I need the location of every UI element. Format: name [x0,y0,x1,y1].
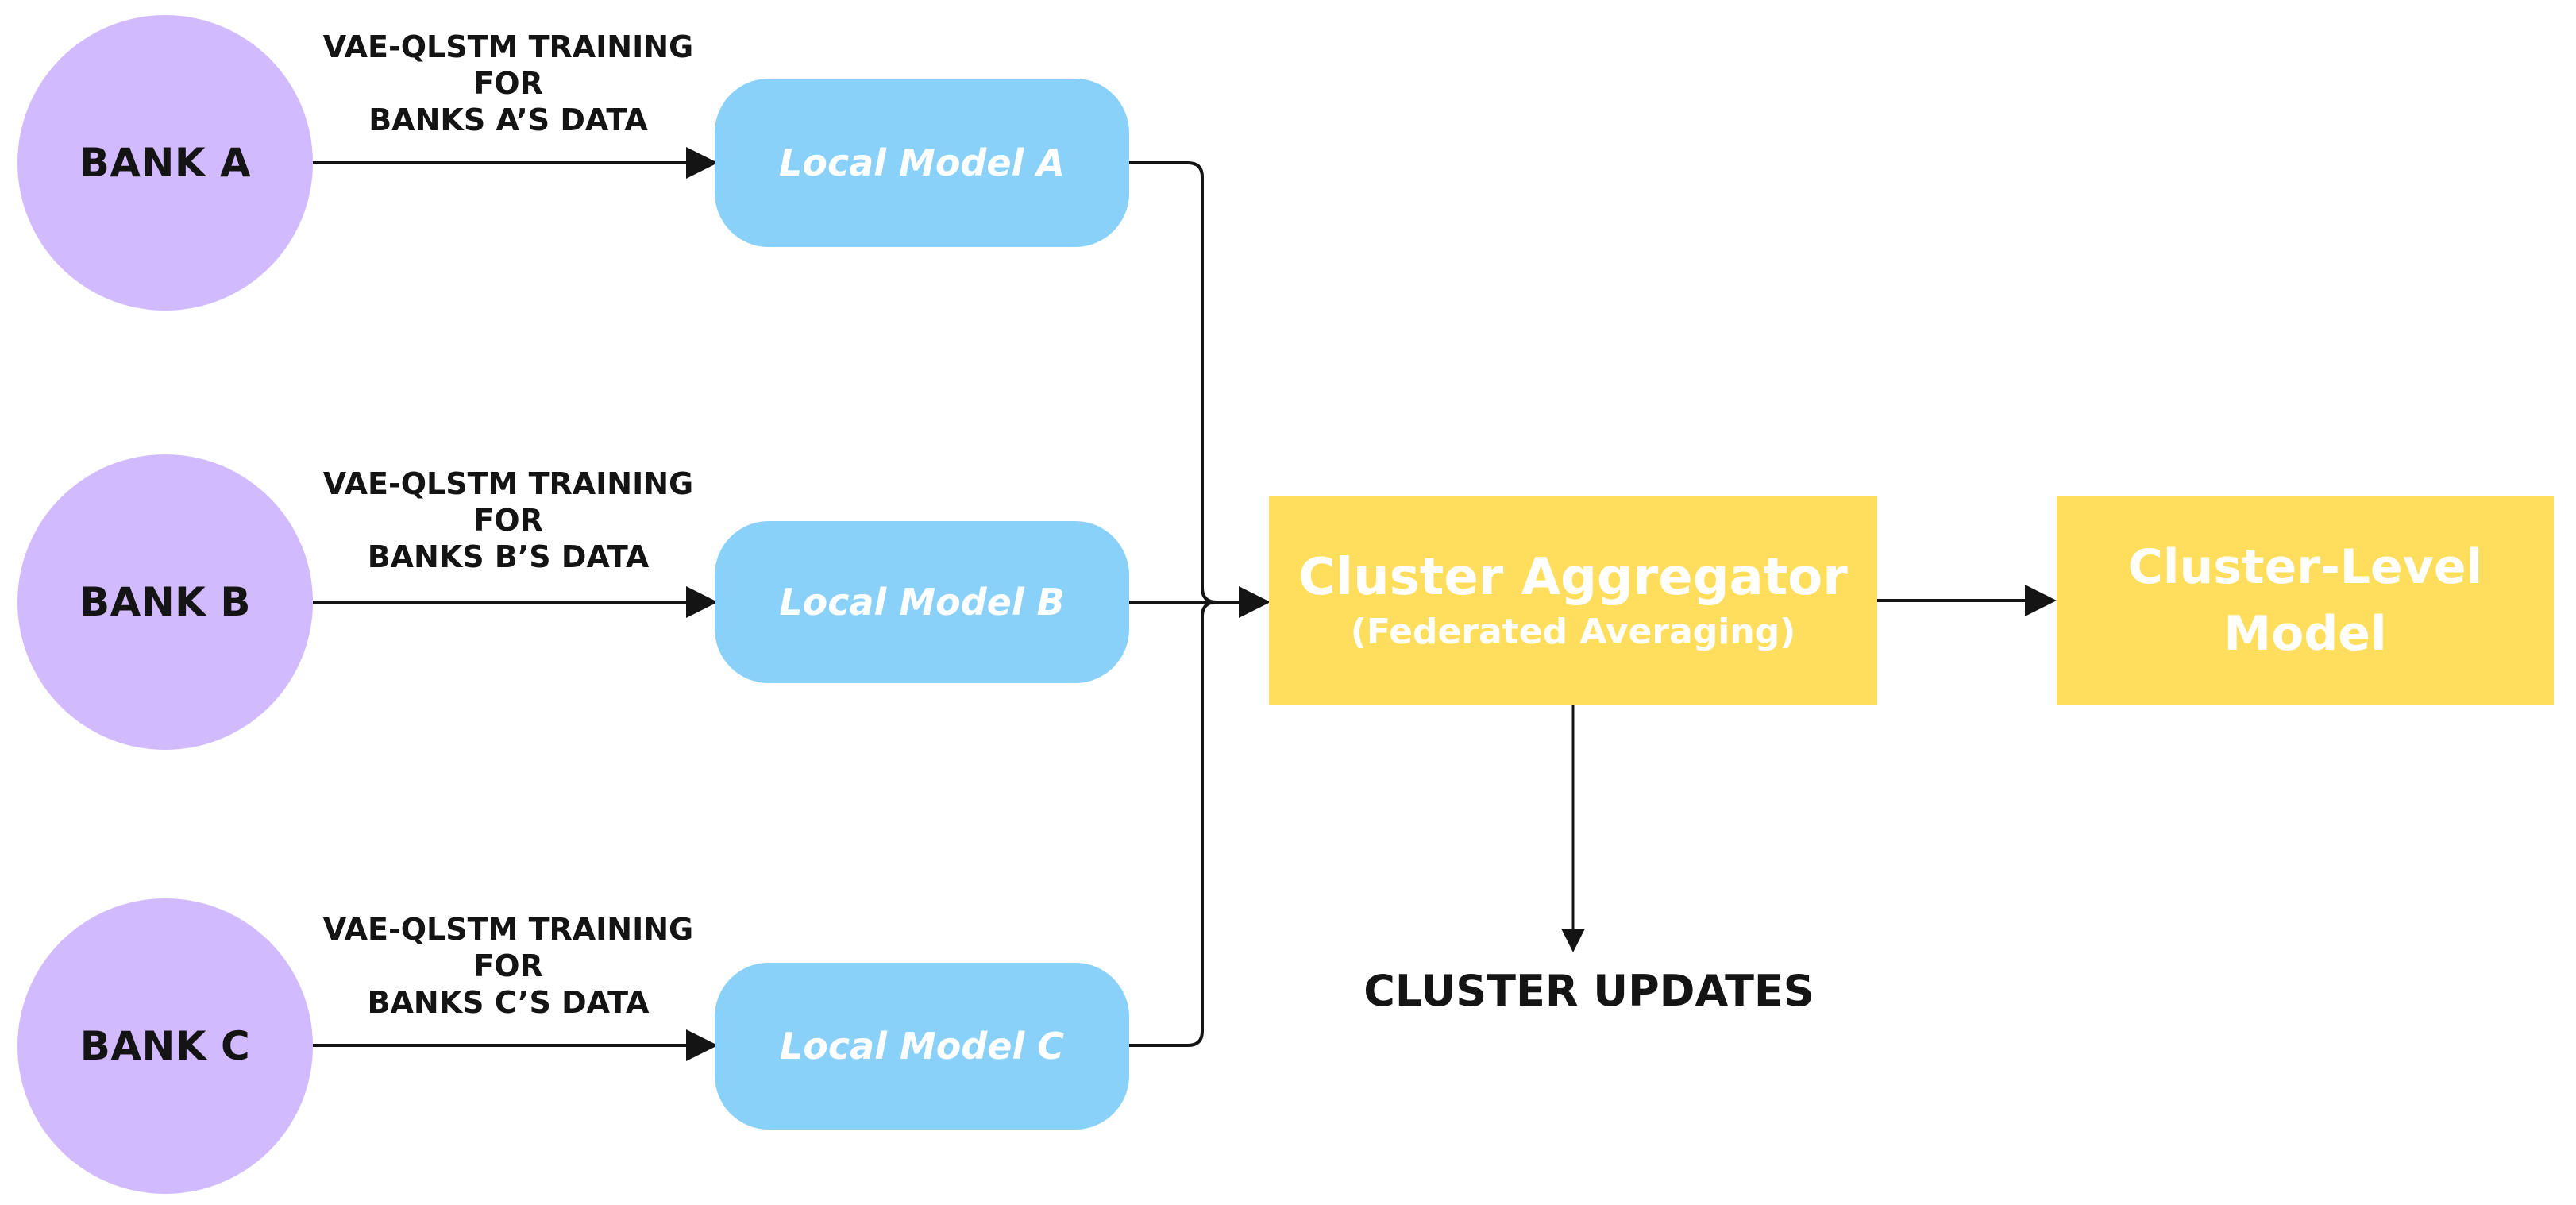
cluster-aggregator-box: Cluster Aggregator (Federated Averaging) [1269,496,1877,705]
training-label-bank-b: VAE-QLSTM TRAINING FOR BANKS B’S DATA [302,465,715,575]
training-label-bank-c: VAE-QLSTM TRAINING FOR BANKS C’S DATA [302,911,715,1021]
local-model-c-label: Local Model C [779,1025,1065,1068]
local-model-b: Local Model B [715,521,1129,683]
training-label-line: FOR [473,66,543,101]
training-label-line: FOR [473,948,543,983]
local-model-a: Local Model A [715,79,1129,247]
training-label-line: VAE-QLSTM TRAINING [322,466,694,501]
training-label-line: BANKS C’S DATA [367,985,650,1020]
local-model-a-label: Local Model A [779,141,1065,184]
bank-c-label: BANK C [79,1023,251,1069]
bank-a-node: BANK A [17,15,313,311]
bank-b-node: BANK B [17,454,313,750]
training-label-line: VAE-QLSTM TRAINING [322,912,694,947]
cluster-updates-label: CLUSTER UPDATES [1363,966,1814,1016]
cluster-aggregator-title: Cluster Aggregator [1298,548,1848,607]
training-label-line: VAE-QLSTM TRAINING [322,29,694,64]
training-label-line: BANKS A’S DATA [368,102,648,137]
local-model-b-label: Local Model B [779,581,1065,624]
connector-model-c-to-aggregator [1128,601,1217,1047]
local-model-c: Local Model C [715,963,1129,1130]
cluster-level-model-title: Cluster-Level Model [2127,539,2483,662]
cluster-aggregator-subtitle: (Federated Averaging) [1350,612,1796,652]
bank-a-label: BANK A [79,140,252,186]
training-label-line: FOR [473,503,543,538]
bank-c-node: BANK C [17,898,313,1194]
connector-model-a-to-aggregator [1128,161,1217,604]
training-label-bank-a: VAE-QLSTM TRAINING FOR BANKS A’S DATA [302,29,715,138]
cluster-level-model-box: Cluster-Level Model [2057,496,2554,705]
bank-b-label: BANK B [79,579,251,625]
training-label-line: BANKS B’S DATA [367,539,650,574]
